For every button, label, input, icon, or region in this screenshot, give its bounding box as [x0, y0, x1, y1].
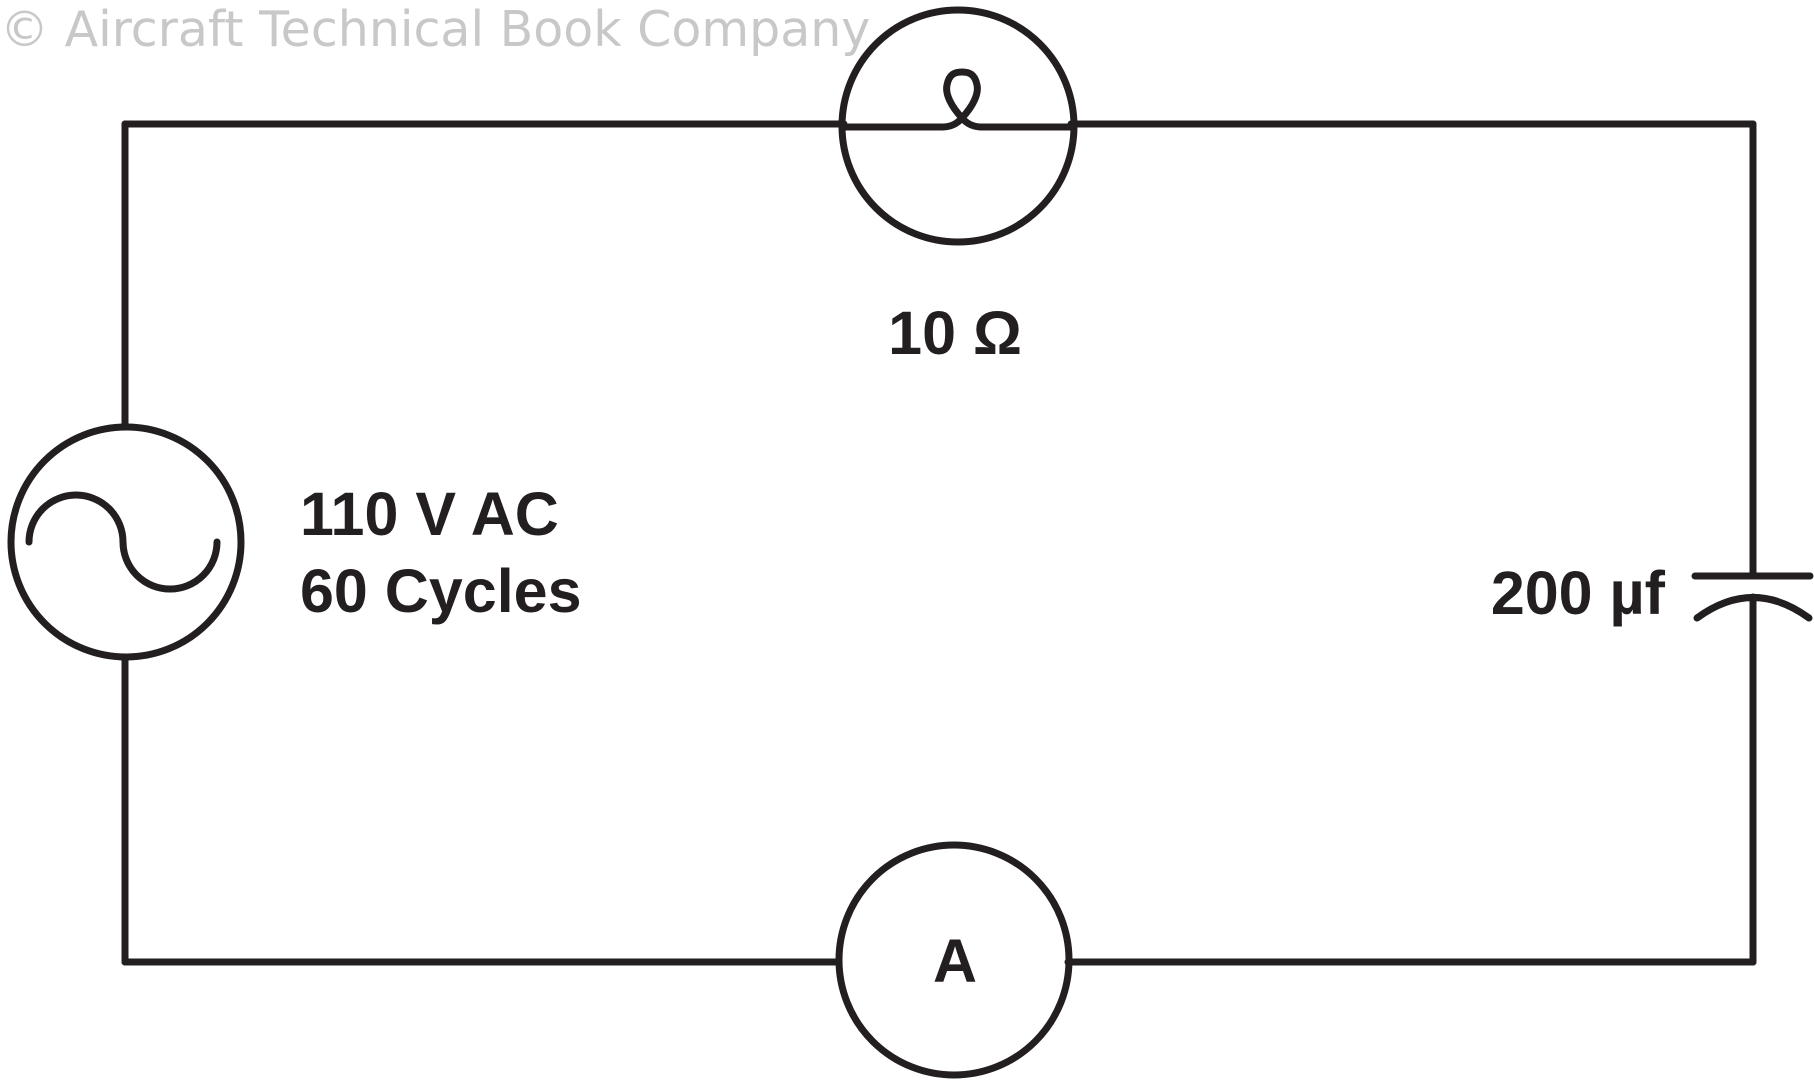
capacitor-plate-curved	[1693, 594, 1813, 622]
ammeter-circle	[835, 841, 1073, 1079]
source-frequency-label: 60 Cycles	[300, 557, 582, 625]
copyright-watermark: © Aircraft Technical Book Company	[0, 1, 870, 58]
source-voltage-label: 110 V AC	[300, 480, 559, 548]
circuit-wires	[121, 120, 1757, 966]
lamp-filament-icon	[840, 68, 1075, 131]
ac-source-symbol	[7, 423, 245, 661]
sine-wave-icon	[25, 491, 221, 593]
resistor-value-label: 10 Ω	[888, 299, 1022, 367]
ammeter-symbol	[835, 841, 1073, 1079]
capacitor-value-label: 200 µf	[1491, 559, 1666, 627]
resistor-lamp-symbol	[838, 6, 1078, 246]
ac-source-circle	[7, 423, 245, 661]
ammeter-label: A	[933, 927, 977, 995]
capacitor-symbol	[1691, 572, 1814, 622]
